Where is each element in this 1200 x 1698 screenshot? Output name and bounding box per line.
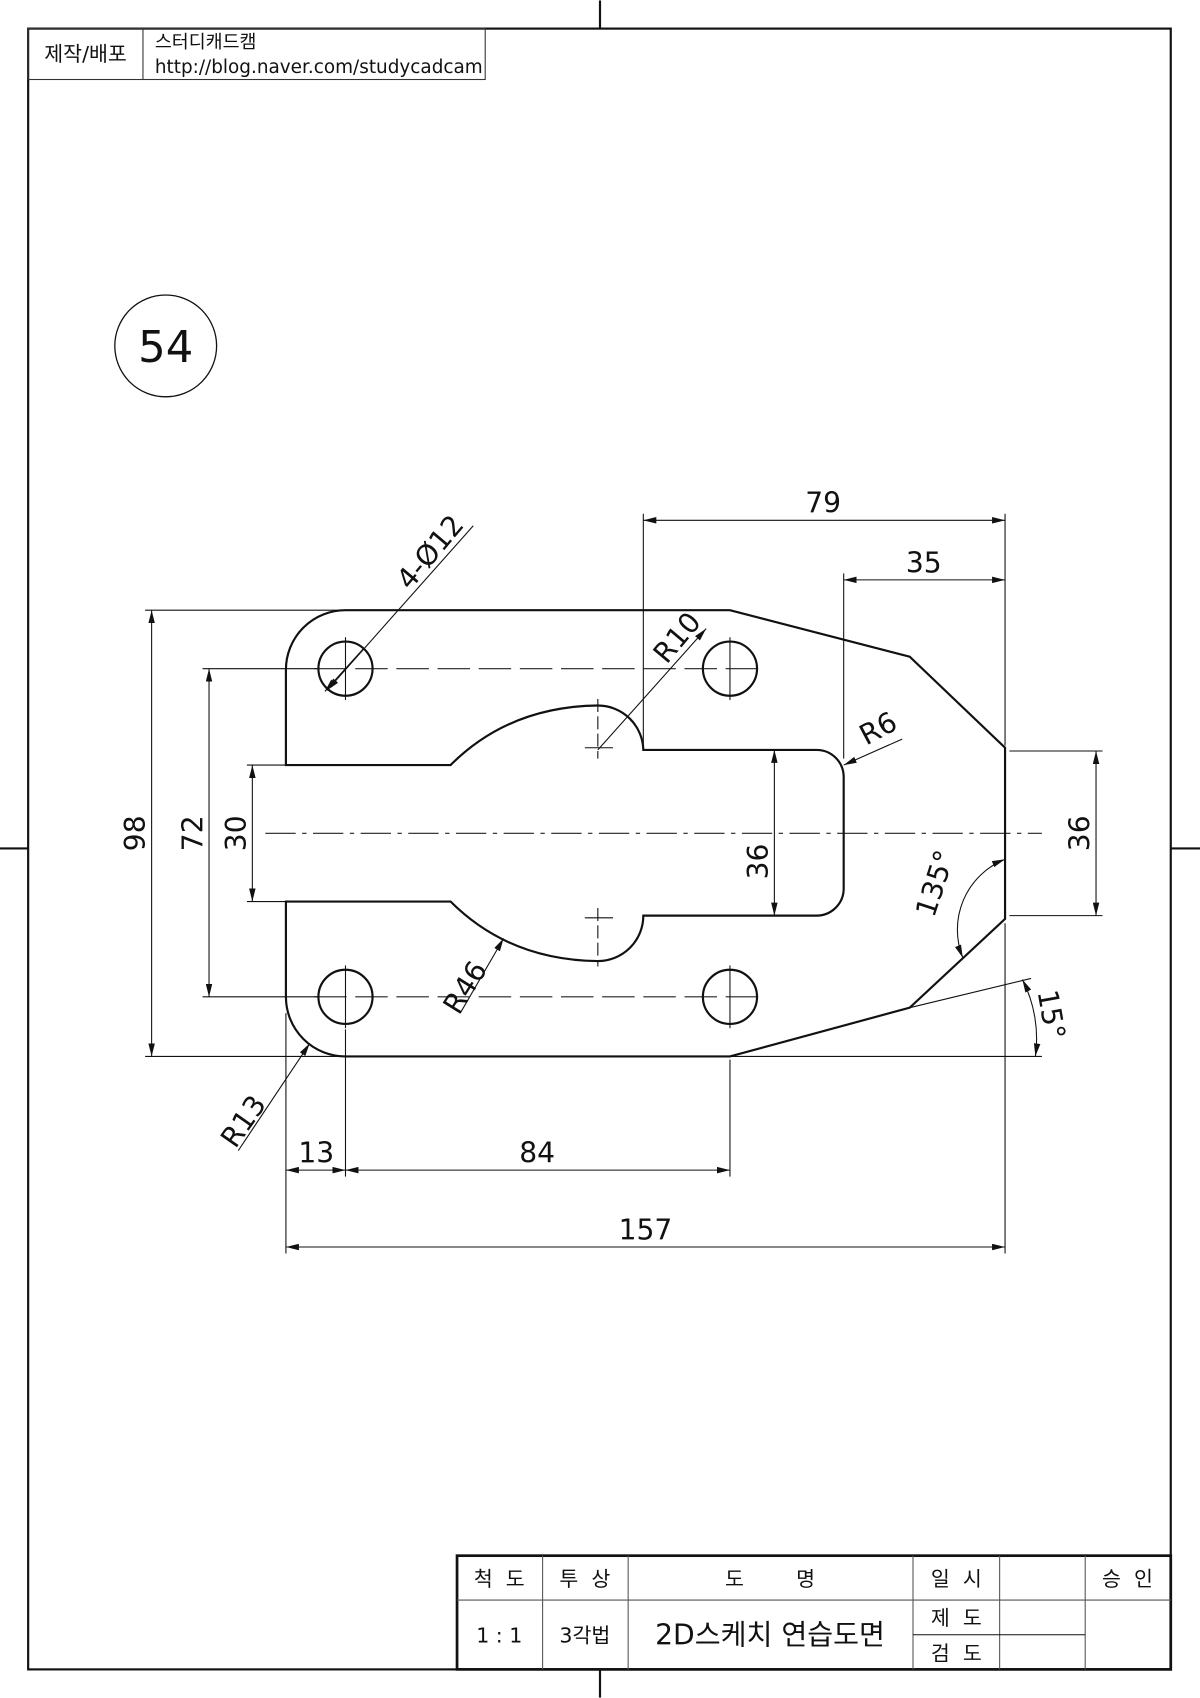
dim-hole-diameter: 4-Ø12 bbox=[390, 509, 471, 596]
drawing-name: 2D스케치 연습도면 bbox=[655, 1618, 885, 1651]
approval-label: 승 인 bbox=[1102, 1567, 1153, 1591]
drawing-name-label: 도 명 bbox=[725, 1567, 815, 1591]
publisher-box: 제작/배포 스터디캐드캠 http://blog.naver.com/study… bbox=[27, 28, 486, 81]
drawn-label: 제 도 bbox=[931, 1606, 982, 1630]
date-label: 일 시 bbox=[931, 1567, 982, 1591]
dim-36-right: 36 bbox=[1064, 815, 1097, 851]
projection-value: 3각법 bbox=[559, 1623, 610, 1647]
part-outline bbox=[284, 609, 1007, 1058]
title-block: 척 도 투 상 도 명 일 시 승 인 1 : 1 3각법 2D스케치 연습도면… bbox=[455, 1554, 1173, 1671]
dim-79: 79 bbox=[805, 487, 841, 520]
dim-98: 98 bbox=[119, 815, 152, 851]
extension-lines bbox=[145, 513, 1103, 1254]
dim-angle-135: 135° bbox=[909, 846, 961, 921]
drawing-number: 54 bbox=[138, 323, 193, 373]
dim-72: 72 bbox=[177, 815, 210, 851]
checked-label: 검 도 bbox=[931, 1642, 982, 1666]
publisher-name: 스터디캐드캠 bbox=[155, 32, 257, 53]
dim-13: 13 bbox=[298, 1137, 334, 1170]
dim-r10: R10 bbox=[647, 606, 708, 670]
centerlines bbox=[265, 637, 1042, 1029]
dim-30: 30 bbox=[220, 815, 253, 851]
dim-r13: R13 bbox=[214, 1089, 273, 1153]
scale-value: 1 : 1 bbox=[476, 1623, 522, 1647]
drawing-number-badge: 54 bbox=[114, 294, 218, 398]
dim-35: 35 bbox=[906, 546, 942, 579]
dim-157: 157 bbox=[619, 1213, 673, 1246]
dimension-lines bbox=[148, 517, 1100, 1251]
publisher-url: http://blog.naver.com/studycadcam bbox=[155, 57, 483, 78]
dim-36-inner: 36 bbox=[742, 844, 775, 880]
scale-label: 척 도 bbox=[474, 1567, 525, 1591]
dim-r6: R6 bbox=[854, 705, 903, 752]
publisher-label: 제작/배포 bbox=[44, 42, 127, 66]
holes bbox=[317, 640, 759, 1025]
dim-r46: R46 bbox=[437, 955, 494, 1019]
dimension-texts: 79 35 98 72 30 36 36 13 84 157 4-Ø12 R10… bbox=[119, 487, 1096, 1247]
dim-84: 84 bbox=[519, 1137, 555, 1170]
projection-label: 투 상 bbox=[559, 1567, 610, 1591]
